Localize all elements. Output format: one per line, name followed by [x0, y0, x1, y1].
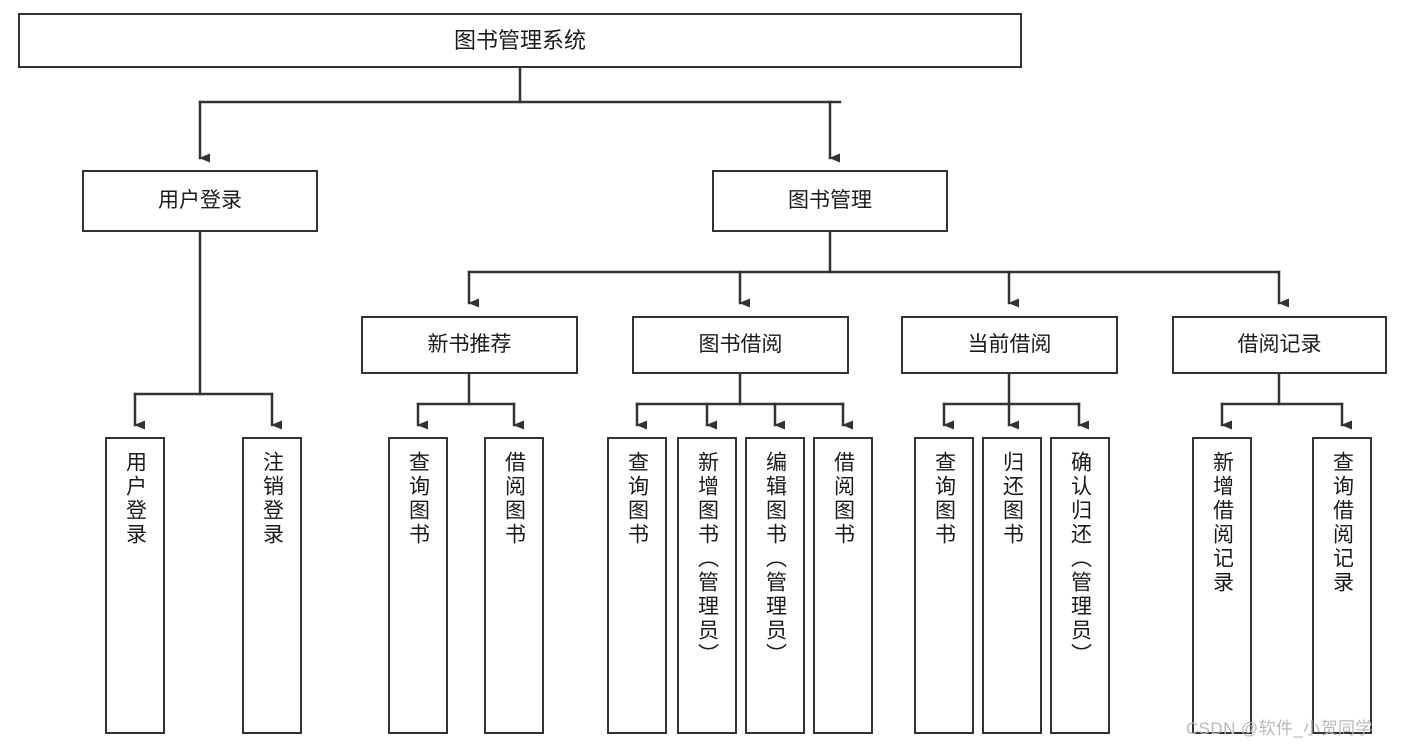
node-label: 当前借阅	[967, 332, 1052, 356]
node-label: 查询图书	[406, 451, 430, 547]
leaf-current-return-book[interactable]: 归还图书	[982, 437, 1042, 734]
leaf-borrow-borrow-book[interactable]: 借阅图书	[813, 437, 873, 734]
node-book-management[interactable]: 图书管理	[712, 170, 948, 232]
leaf-current-query-book[interactable]: 查询图书	[914, 437, 974, 734]
node-borrow-record[interactable]: 借阅记录	[1172, 316, 1387, 374]
node-user-login[interactable]: 用户登录	[82, 170, 318, 232]
leaf-record-add-record[interactable]: 新增借阅记录	[1192, 437, 1252, 734]
node-label: 查询图书	[932, 451, 956, 547]
node-label: 借阅图书	[502, 451, 526, 547]
node-label: 图书管理	[788, 188, 872, 212]
leaf-recommend-borrow-book[interactable]: 借阅图书	[484, 437, 544, 734]
leaf-record-query-record[interactable]: 查询借阅记录	[1312, 437, 1372, 734]
node-current-borrow[interactable]: 当前借阅	[901, 316, 1118, 374]
node-new-book-recommend[interactable]: 新书推荐	[361, 316, 578, 374]
node-label: 图书管理系统	[453, 27, 586, 53]
node-label: 用户登录	[123, 451, 147, 547]
leaf-user-login-login[interactable]: 用户登录	[105, 437, 165, 734]
node-label: 新书推荐	[427, 332, 512, 356]
node-label: 确认归还（管理员）	[1068, 451, 1092, 667]
node-book-borrow[interactable]: 图书借阅	[632, 316, 849, 374]
leaf-user-login-logout[interactable]: 注销登录	[242, 437, 302, 734]
node-label: 借阅记录	[1237, 332, 1322, 356]
leaf-borrow-edit-book-admin[interactable]: 编辑图书（管理员）	[745, 437, 805, 734]
leaf-borrow-add-book-admin[interactable]: 新增图书（管理员）	[677, 437, 737, 734]
node-root-system[interactable]: 图书管理系统	[18, 13, 1022, 68]
leaf-current-confirm-return-admin[interactable]: 确认归还（管理员）	[1050, 437, 1110, 734]
node-label: 注销登录	[260, 451, 284, 547]
node-label: 新增图书（管理员）	[695, 451, 719, 667]
node-label: 新增借阅记录	[1210, 451, 1234, 595]
node-label: 归还图书	[1000, 451, 1024, 547]
node-label: 查询借阅记录	[1330, 451, 1354, 595]
node-label: 查询图书	[625, 451, 649, 547]
node-label: 编辑图书（管理员）	[763, 451, 787, 667]
csdn-watermark: CSDN @软件_小贺同学	[1186, 719, 1373, 738]
node-label: 用户登录	[158, 188, 242, 212]
node-label: 借阅图书	[831, 451, 855, 547]
node-label: 图书借阅	[698, 332, 783, 356]
leaf-borrow-query-book[interactable]: 查询图书	[607, 437, 667, 734]
leaf-recommend-query-book[interactable]: 查询图书	[388, 437, 448, 734]
